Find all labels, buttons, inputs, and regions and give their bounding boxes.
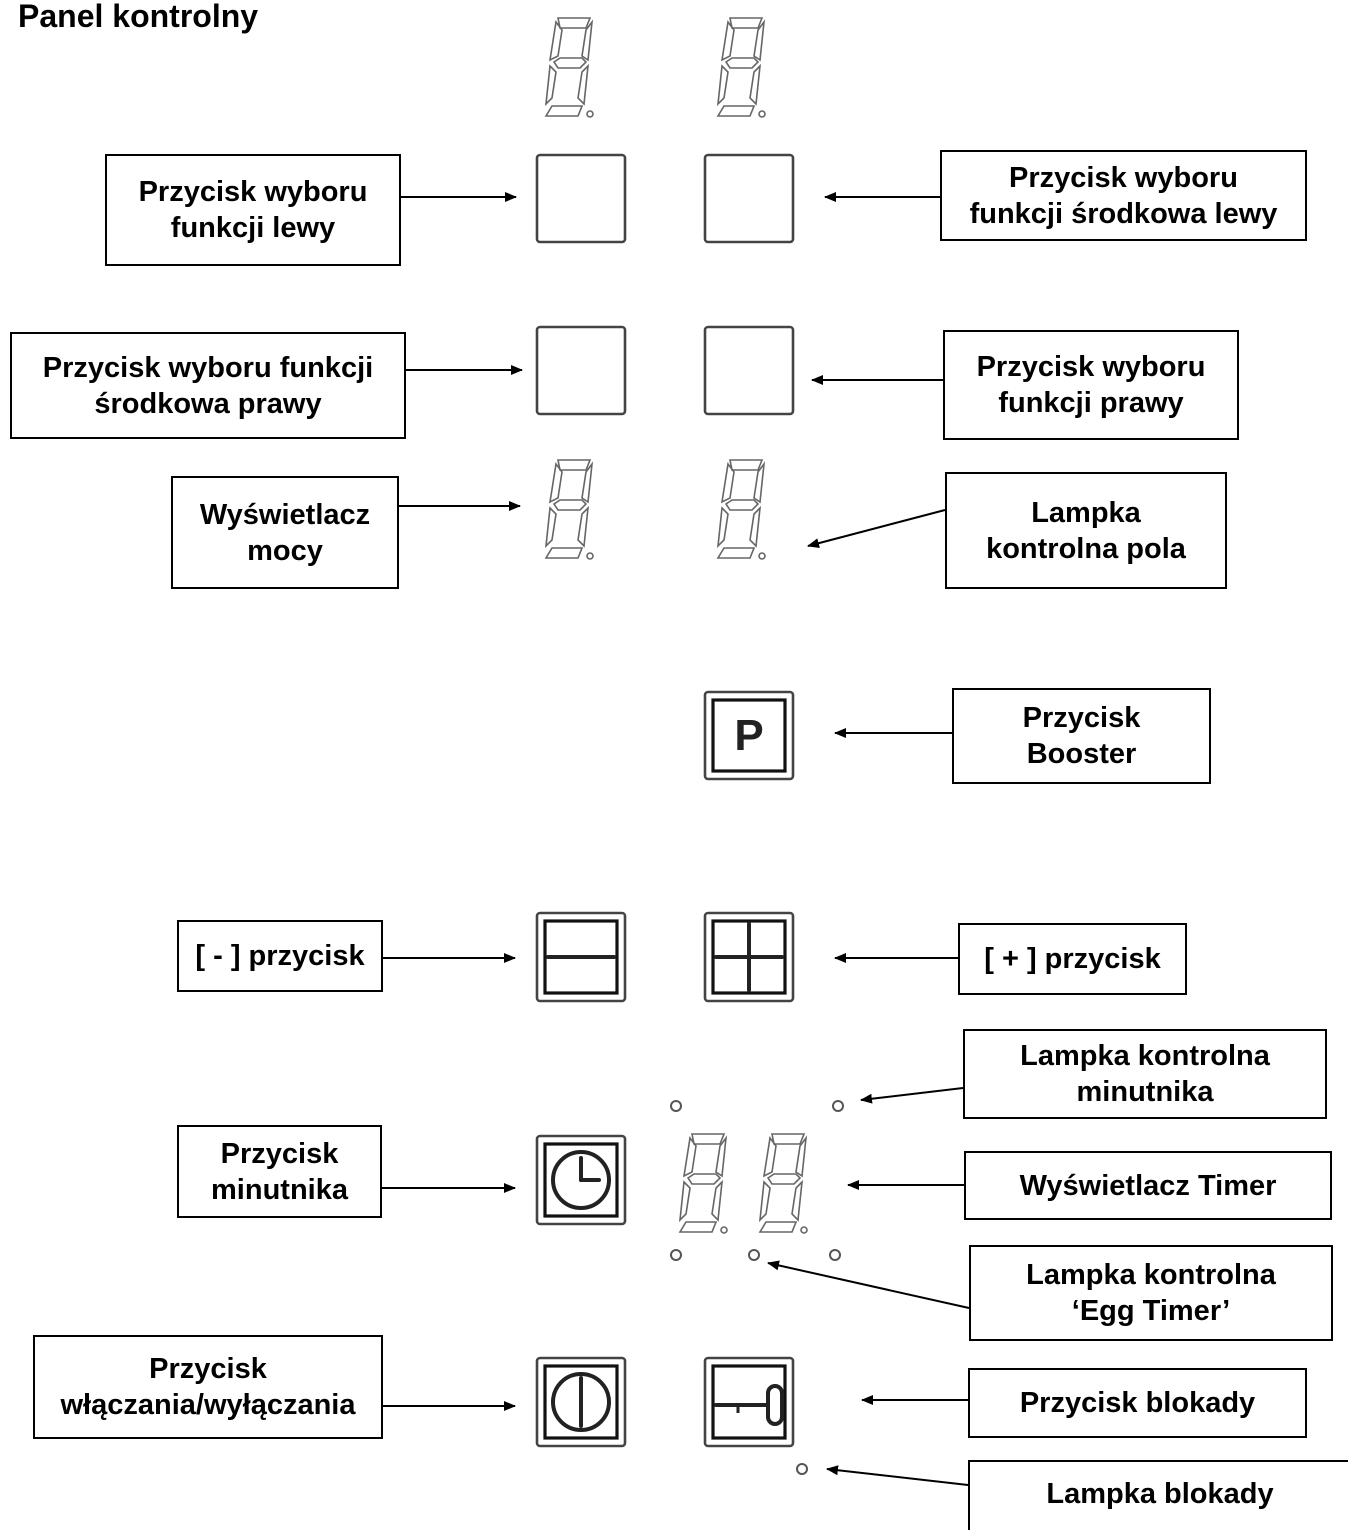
label-plus: [ + ] przycisk [958,923,1187,995]
power-display-right-digit [717,459,766,560]
top-left-digit [545,17,594,118]
egg-timer-led [748,1249,760,1261]
label-lock-button: Przycisk blokady [968,1368,1307,1438]
label-lock-indicator-text: Lampka blokady [1046,1478,1274,1510]
arrow-egg-timer-indicator [767,1260,970,1309]
booster-button[interactable]: P [703,690,795,781]
minus-button[interactable] [535,911,627,1003]
page-title: Panel kontrolny [18,0,259,34]
power-display-left-digit [545,459,594,560]
timer-led-bottom-left [670,1249,682,1261]
label-minute-indicator: Lampka kontrolna minutnika [963,1029,1327,1119]
label-timer-button: Przycisk minutnika [177,1125,382,1218]
plus-icon [714,922,784,992]
label-right-select: Przycisk wyboru funkcji prawy [943,330,1239,440]
label-center-left-select: Przycisk wyboru funkcji środkowa lewy [940,150,1307,241]
timer-display-digit-1 [679,1133,728,1234]
label-egg-timer-indicator: Lampka kontrolna ‘Egg Timer’ [969,1245,1333,1341]
label-center-right-select: Przycisk wyboru funkcji środkowa prawy [10,332,406,439]
lock-indicator-led [796,1463,808,1475]
label-left-select: Przycisk wyboru funkcji lewy [105,154,401,266]
timer-display-digit-2 [759,1133,808,1234]
top-right-digit [717,17,766,118]
label-booster: Przycisk Booster [952,688,1211,784]
power-icon [551,1372,611,1432]
center-right-select-button[interactable] [535,325,627,416]
label-timer-display: Wyświetlacz Timer [964,1151,1332,1220]
timer-led-bottom-right [829,1249,841,1261]
label-zone-indicator: Lampka kontrolna pola [945,472,1227,589]
arrow-zone-indicator [807,509,946,549]
arrow-minute-indicator [860,1087,964,1104]
on-off-button[interactable] [535,1356,627,1448]
left-select-button[interactable] [535,153,627,244]
label-power-display: Wyświetlacz mocy [171,476,399,589]
label-minus: [ - ] przycisk [177,920,383,992]
arrow-lock-indicator [826,1465,969,1486]
lock-button[interactable] [703,1356,795,1448]
clock-icon [551,1150,611,1210]
center-left-select-button[interactable] [703,153,795,244]
right-select-button[interactable] [703,325,795,416]
booster-letter: P [734,711,763,760]
minute-indicator-led [832,1100,844,1112]
plus-button[interactable] [703,911,795,1003]
timer-button[interactable] [535,1134,627,1226]
key-icon [714,1384,784,1426]
timer-led-top-left [670,1100,682,1112]
label-on-off: Przycisk włączania/wyłączania [33,1335,383,1439]
